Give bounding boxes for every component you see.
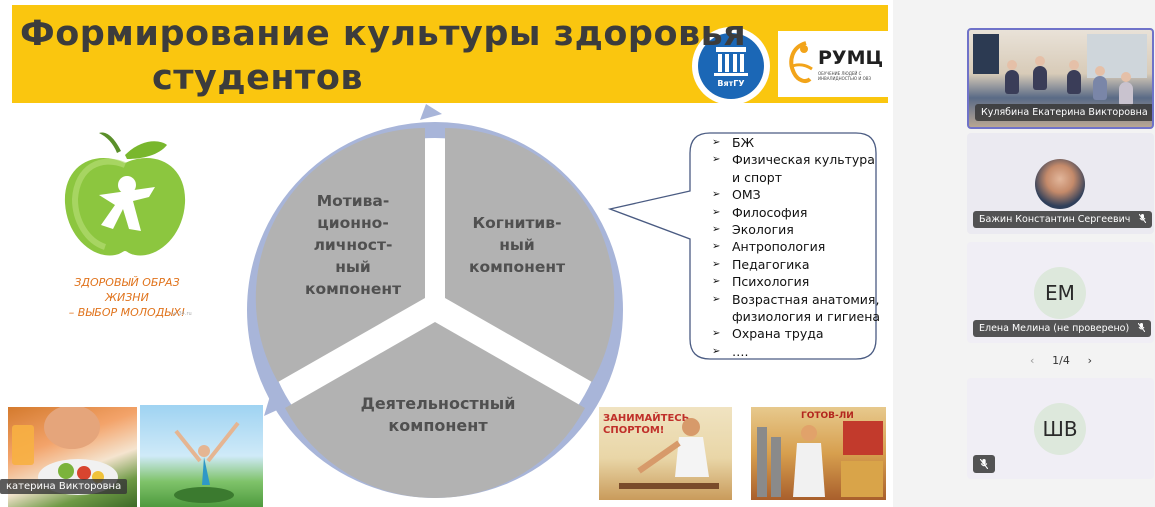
mic-muted-icon	[980, 459, 988, 469]
rumc-logo-mark	[789, 41, 813, 83]
discipline-item: Психология	[712, 273, 882, 291]
participant-tile-1[interactable]: Кулябина Екатерина Викторовна	[967, 28, 1154, 129]
chevron-right-icon[interactable]: ›	[1087, 354, 1092, 367]
motivation-component-label: Мотива- ционно- личност- ный компонент	[304, 192, 402, 298]
page-indicator: 1/4	[1052, 354, 1070, 367]
participant-avatar-2	[1035, 159, 1085, 209]
chevron-left-icon[interactable]: ‹	[1030, 354, 1035, 367]
slide-title-line2: студентов	[152, 58, 364, 98]
discipline-item: Возрастная анатомия, физиология и гигиен…	[712, 291, 882, 326]
participant-label-2: Бажин Константин Сергеевич	[973, 211, 1153, 228]
activity-component-label: Деятельностный компонент	[360, 394, 516, 435]
vyatgu-logo: ВятГУ	[692, 27, 770, 105]
yoga-photo	[140, 405, 263, 507]
sport-poster-2-title: ГОТОВ-ЛИ	[801, 411, 854, 421]
participants-pager: ‹ 1/4 ›	[1030, 354, 1092, 367]
apple-slogan-line2: – ВЫБОР МОЛОДЫХ!	[68, 306, 186, 319]
cycle-diagram	[247, 104, 623, 498]
discipline-item: ОМЗ	[712, 186, 882, 204]
presenter-name-overlay: катерина Викторовна	[0, 479, 128, 494]
rumc-logo-text: РУМЦ	[818, 47, 884, 69]
slide-title-line1: Формирование культуры здоровья	[20, 14, 747, 54]
sport-poster-1-title: ЗАНИМАЙТЕСЬ СПОРТОМ!	[603, 413, 690, 436]
mic-muted-icon	[1138, 323, 1146, 332]
participant-name-3: Елена Мелина (не проверено)	[979, 323, 1130, 334]
vyatgu-logo-text: ВятГУ	[717, 79, 745, 88]
participant-label-4	[973, 455, 995, 473]
mic-muted-icon	[1139, 214, 1147, 223]
disciplines-list: БЖ Физическая культура и спорт ОМЗ Филос…	[712, 134, 882, 361]
cognitive-component-label: Когнитив- ный компонент	[468, 214, 566, 276]
apple-site-caption: vr-34.ru	[172, 311, 192, 317]
discipline-item: Охрана труда	[712, 325, 882, 343]
apple-slogan: ЗДОРОВЫЙ ОБРАЗ ЖИЗНИ – ВЫБОР МОЛОДЫХ!	[52, 275, 202, 320]
participant-tile-2[interactable]: Бажин Константин Сергеевич	[967, 133, 1154, 234]
discipline-item: БЖ	[712, 134, 882, 152]
slide-title-banner: ВятГУ РУМЦ ОБУЧЕНИЕ ЛЮДЕЙ С ИНВАЛИДНОСТЬ…	[12, 5, 890, 105]
participant-name-2: Бажин Константин Сергеевич	[979, 214, 1131, 225]
sport-poster-2: ГОТОВ-ЛИ	[751, 407, 886, 500]
discipline-item: Экология	[712, 221, 882, 239]
green-apple-icon	[64, 132, 186, 256]
discipline-item: Педагогика	[712, 256, 882, 274]
discipline-item: Антропология	[712, 238, 882, 256]
apple-slogan-line1: ЗДОРОВЫЙ ОБРАЗ ЖИЗНИ	[74, 276, 180, 304]
rumc-logo-subtitle: ОБУЧЕНИЕ ЛЮДЕЙ С ИНВАЛИДНОСТЬЮ И ОВЗ	[818, 71, 872, 81]
participant-avatar-3: ЕМ	[1034, 267, 1086, 319]
shared-slide: ВятГУ РУМЦ ОБУЧЕНИЕ ЛЮДЕЙ С ИНВАЛИДНОСТЬ…	[0, 0, 893, 507]
participant-label-3: Елена Мелина (не проверено)	[973, 320, 1152, 337]
discipline-item: Философия	[712, 204, 882, 222]
discipline-item: Физическая культура и спорт	[712, 151, 882, 186]
discipline-item: ….	[712, 343, 882, 361]
participant-tile-4[interactable]: ШВ	[967, 378, 1154, 479]
participant-avatar-4: ШВ	[1034, 403, 1086, 455]
participant-name-1: Кулябина Екатерина Викторовна	[975, 104, 1152, 121]
participant-tile-3[interactable]: ЕМ Елена Мелина (не проверено)	[967, 242, 1154, 343]
sport-poster-1: ЗАНИМАЙТЕСЬ СПОРТОМ!	[599, 407, 732, 500]
rumc-logo: РУМЦ ОБУЧЕНИЕ ЛЮДЕЙ С ИНВАЛИДНОСТЬЮ И ОВ…	[778, 31, 890, 97]
